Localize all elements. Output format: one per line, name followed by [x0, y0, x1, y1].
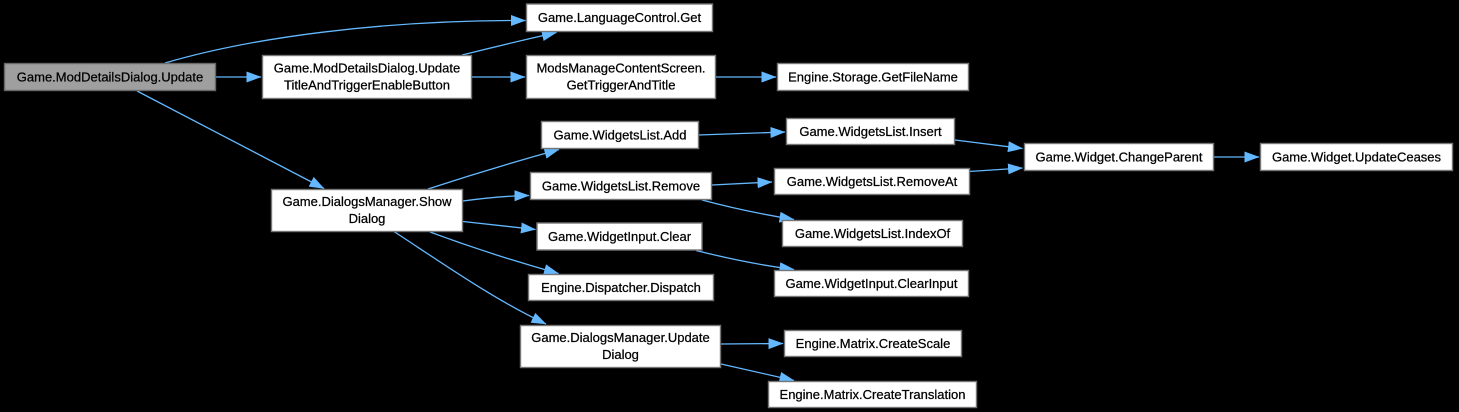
svg-text:Dialog: Dialog [602, 347, 639, 362]
svg-text:Game.ModDetailsDialog.Update: Game.ModDetailsDialog.Update [274, 61, 460, 76]
svg-text:TitleAndTriggerEnableButton: TitleAndTriggerEnableButton [284, 78, 450, 93]
svg-text:Game.WidgetsList.RemoveAt: Game.WidgetsList.RemoveAt [787, 174, 958, 189]
svg-text:Game.WidgetsList.Add: Game.WidgetsList.Add [554, 127, 687, 142]
svg-text:Engine.Dispatcher.Dispatch: Engine.Dispatcher.Dispatch [541, 280, 701, 295]
svg-text:Game.WidgetsList.Remove: Game.WidgetsList.Remove [542, 178, 700, 193]
svg-text:Game.WidgetInput.Clear: Game.WidgetInput.Clear [548, 229, 692, 244]
svg-text:GetTriggerAndTitle: GetTriggerAndTitle [567, 78, 676, 93]
svg-text:Game.Widget.ChangeParent: Game.Widget.ChangeParent [1036, 149, 1203, 164]
svg-text:Game.DialogsManager.Show: Game.DialogsManager.Show [282, 194, 452, 209]
svg-text:Engine.Matrix.CreateTranslatio: Engine.Matrix.CreateTranslation [780, 387, 966, 402]
svg-text:ModsManageContentScreen.: ModsManageContentScreen. [536, 61, 705, 76]
svg-text:Game.Widget.UpdateCeases: Game.Widget.UpdateCeases [1272, 149, 1442, 164]
svg-text:Engine.Matrix.CreateScale: Engine.Matrix.CreateScale [796, 336, 951, 351]
svg-text:Engine.Storage.GetFileName: Engine.Storage.GetFileName [788, 69, 958, 84]
svg-text:Game.WidgetInput.ClearInput: Game.WidgetInput.ClearInput [786, 276, 958, 291]
svg-text:Game.DialogsManager.Update: Game.DialogsManager.Update [531, 330, 710, 345]
svg-text:Game.ModDetailsDialog.Update: Game.ModDetailsDialog.Update [17, 69, 203, 84]
svg-text:Dialog: Dialog [349, 211, 386, 226]
svg-text:Game.LanguageControl.Get: Game.LanguageControl.Get [538, 10, 702, 25]
svg-text:Game.WidgetsList.Insert: Game.WidgetsList.Insert [799, 124, 942, 139]
svg-text:Game.WidgetsList.IndexOf: Game.WidgetsList.IndexOf [795, 226, 951, 241]
